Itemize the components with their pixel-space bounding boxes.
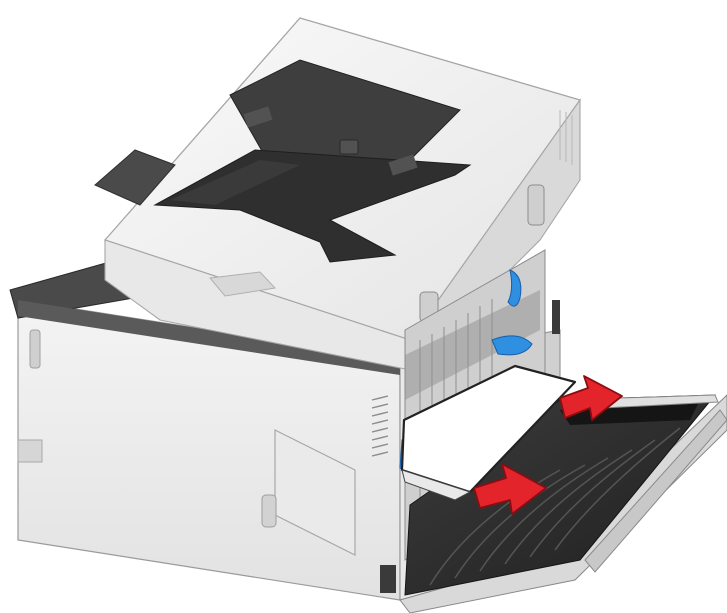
illustration-scene (0, 0, 727, 613)
printer-illustration (0, 0, 727, 613)
